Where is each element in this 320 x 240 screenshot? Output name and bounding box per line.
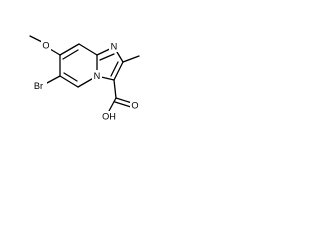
- bromine-bg: [30, 80, 47, 91]
- bond-c5-c6-inner: [63, 72, 78, 82]
- molecule-structure: O Br N N O OH: [29, 35, 140, 122]
- bond-c2-methyl: [122, 55, 140, 63]
- carbonyl-oxygen-label: O: [131, 101, 138, 111]
- bromine-label: Br: [34, 81, 43, 91]
- bond-c-o-double-b: [114, 101, 132, 108]
- bond-c7-c8-inner: [62, 49, 79, 60]
- hydroxyl-bg: [100, 111, 118, 122]
- methoxy-oxygen-label: O: [42, 41, 49, 51]
- bond-methyl-o: [29, 35, 43, 43]
- bond-c6-br: [46, 75, 61, 84]
- bridgehead-n-bg: [92, 70, 102, 81]
- bond-c7-c8: [59, 43, 80, 56]
- bond-c-oh: [108, 97, 117, 112]
- carbonyl-o-bg: [130, 100, 140, 111]
- bond-c2-c3: [113, 61, 124, 81]
- bridgehead-nitrogen-label: N: [94, 71, 101, 81]
- bond-c8-c8a: [78, 43, 98, 56]
- bonds: [29, 35, 140, 112]
- bond-c2-c3-inner: [110, 61, 119, 77]
- bond-o-c7: [49, 48, 61, 56]
- bond-c3-ccooh: [113, 79, 117, 99]
- imidazole-nitrogen-label: N: [111, 42, 118, 52]
- methoxy-o-bg: [41, 40, 51, 51]
- bond-c-o-double-a: [115, 97, 133, 104]
- hydroxyl-label: OH: [102, 112, 116, 122]
- bond-c5-c6: [59, 75, 79, 88]
- atom-labels: O Br N N O OH: [30, 40, 140, 122]
- imidazole-n-bg: [109, 41, 119, 52]
- bond-c8a-n1-inner: [99, 53, 115, 61]
